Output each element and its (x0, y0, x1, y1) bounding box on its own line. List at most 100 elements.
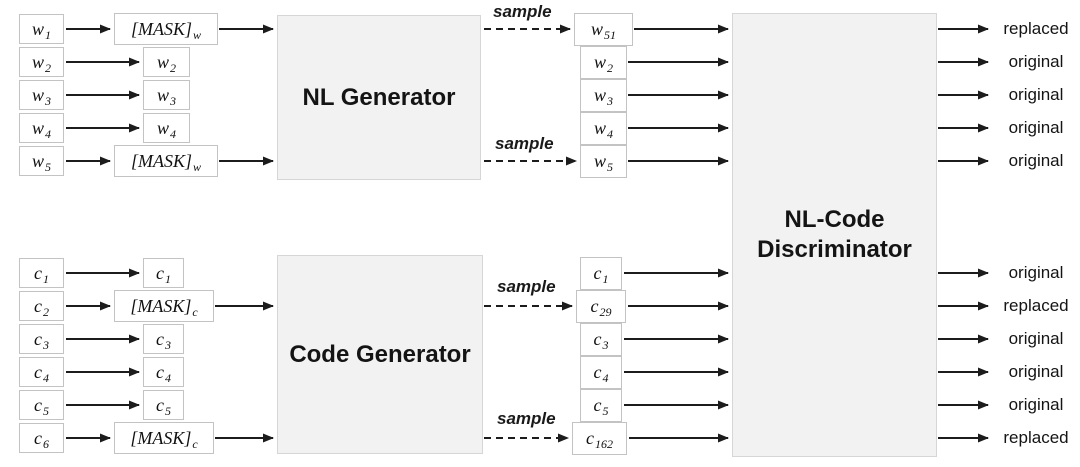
nl-masked-token: [MASK]w (114, 13, 218, 45)
token-base: w (593, 52, 606, 72)
output-label: replaced (1003, 428, 1069, 447)
nl-input-token: w2 (19, 47, 64, 77)
token-base: c (34, 295, 42, 316)
token-base: w (590, 19, 603, 39)
token-base: w (593, 151, 606, 171)
token-sub: 1 (45, 27, 51, 42)
nl-masked-token: w2 (143, 47, 190, 77)
nl-sampled-token: w2 (580, 46, 627, 79)
code-input-token: c6 (19, 423, 64, 453)
token-sub: 1 (43, 271, 49, 286)
token-sub: c (192, 304, 198, 319)
code-input-token: c4 (19, 357, 64, 387)
sample-label: sample (493, 2, 552, 21)
token-base: w (31, 117, 44, 138)
token-sub: 4 (602, 371, 609, 385)
nl-generator-label: NL Generator (302, 83, 456, 111)
code-input-token: c2 (19, 291, 64, 321)
token-base: c (156, 262, 164, 283)
nl-input-token: w3 (19, 80, 64, 110)
token-sub: 3 (170, 93, 176, 108)
sample-label: sample (497, 409, 556, 428)
code-input-token: c3 (19, 324, 64, 354)
token-base: c (34, 262, 42, 283)
code-sampled-token: c5 (580, 389, 622, 422)
token-base: c (34, 394, 42, 415)
output-label: original (1008, 329, 1064, 348)
token-sub: w (193, 159, 202, 174)
token-sub: 5 (43, 403, 49, 418)
token-base: c (156, 361, 164, 382)
token-sub: 6 (43, 436, 49, 451)
token-sub: 3 (43, 337, 49, 352)
token-sub: c (192, 436, 198, 451)
token-base: [MASK] (130, 427, 192, 448)
token-base: w (31, 18, 44, 39)
token-sub: 2 (607, 61, 613, 75)
token-sub: 4 (43, 370, 49, 385)
token-sub: 5 (165, 403, 171, 418)
output-label: original (1008, 118, 1064, 137)
token-base: c (34, 427, 42, 448)
output-label: replaced (1003, 296, 1069, 315)
output-label: original (1008, 85, 1064, 104)
token-sub: 29 (599, 305, 612, 319)
code-masked-token: c4 (143, 357, 184, 387)
token-sub: 162 (595, 437, 613, 451)
code-sampled-token: c29 (576, 290, 626, 323)
token-base: c (156, 328, 164, 349)
code-masked-token: c1 (143, 258, 184, 288)
nl-sampled-token: w4 (580, 112, 627, 145)
token-sub: 1 (602, 272, 609, 286)
output-label: original (1008, 151, 1064, 170)
discriminator-label-line1: NL-Code (784, 206, 885, 233)
token-base: [MASK] (130, 295, 192, 316)
code-masked-token: c5 (143, 390, 184, 420)
nl-input-token: w5 (19, 146, 64, 176)
nl-sampled-token: w5 (580, 145, 627, 178)
token-sub: 5 (607, 160, 613, 174)
nl-masked-token: w4 (143, 113, 190, 143)
nl-generator-block: NL Generator (277, 15, 481, 180)
output-label: original (1008, 263, 1064, 282)
nl-sampled-token: w3 (580, 79, 627, 112)
output-label: original (1008, 362, 1064, 381)
token-sub: 2 (170, 60, 176, 75)
token-sub: 4 (165, 370, 171, 385)
token-base: c (34, 361, 42, 382)
token-base: c (593, 362, 602, 382)
token-base: w (156, 117, 169, 138)
token-base: w (31, 51, 44, 72)
code-masked-token: [MASK]c (114, 290, 214, 322)
token-base: w (156, 51, 169, 72)
nl-sampled-token: w51 (574, 13, 633, 46)
token-sub: 3 (165, 337, 171, 352)
token-base: w (593, 85, 606, 105)
token-sub: 4 (45, 126, 51, 141)
code-masked-token: c3 (143, 324, 184, 354)
token-sub: 5 (602, 404, 609, 418)
token-sub: 51 (604, 28, 616, 42)
code-sampled-token: c4 (580, 356, 622, 389)
token-base: c (593, 329, 602, 349)
token-base: w (31, 84, 44, 105)
token-base: [MASK] (130, 150, 192, 171)
nl-input-token: w4 (19, 113, 64, 143)
token-base: c (156, 394, 164, 415)
output-label: original (1008, 52, 1064, 71)
token-sub: 4 (170, 126, 176, 141)
code-sampled-token: c1 (580, 257, 622, 290)
token-sub: 3 (45, 93, 51, 108)
nl-input-token: w1 (19, 14, 64, 44)
code-sampled-token: c162 (572, 422, 627, 455)
output-label: replaced (1003, 19, 1069, 38)
token-base: c (593, 395, 602, 415)
token-sub: 5 (45, 159, 51, 174)
token-base: w (156, 84, 169, 105)
token-sub: w (193, 27, 202, 42)
code-generator-label: Code Generator (289, 340, 471, 368)
nl-masked-token: [MASK]w (114, 145, 218, 177)
discriminator-label-line2: Discriminator (757, 236, 912, 263)
